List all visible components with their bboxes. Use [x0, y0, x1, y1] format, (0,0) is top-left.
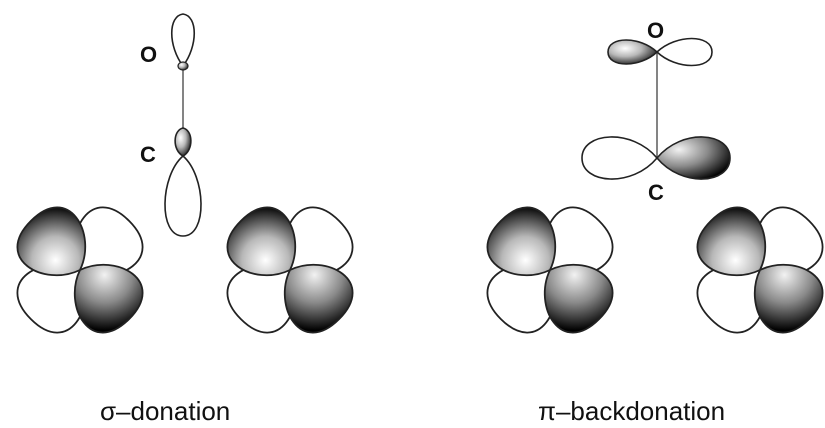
carbon-pi-lobe-left [581, 136, 659, 180]
metal-d-orbital-left-1 [6, 196, 153, 343]
caption-sigma-donation: σ–donation [100, 396, 230, 426]
sigma-panel: O C σ–donation [6, 13, 363, 426]
oxygen-pi-lobe-right [655, 37, 713, 67]
carbon-small-lobe [174, 127, 192, 157]
pi-panel: O C π–backdonation [476, 18, 825, 426]
metal-d-orbital-left-2 [216, 196, 363, 343]
atom-label-c-sigma: C [140, 142, 156, 167]
oxygen-lone-pair-lobe [171, 13, 195, 68]
carbon-pi-lobe-right [655, 136, 731, 180]
atom-label-o-sigma: O [140, 42, 157, 67]
caption-pi-backdonation: π–backdonation [538, 396, 725, 426]
oxygen-pi-lobe-left [607, 39, 659, 65]
carbon-sigma-lobe [164, 154, 202, 237]
atom-label-c-pi: C [648, 180, 664, 205]
metal-d-orbital-right-1 [476, 196, 623, 343]
oxygen-small-lobe [177, 61, 189, 71]
metal-d-orbital-right-2 [686, 196, 825, 343]
atom-label-o-pi: O [647, 18, 664, 43]
